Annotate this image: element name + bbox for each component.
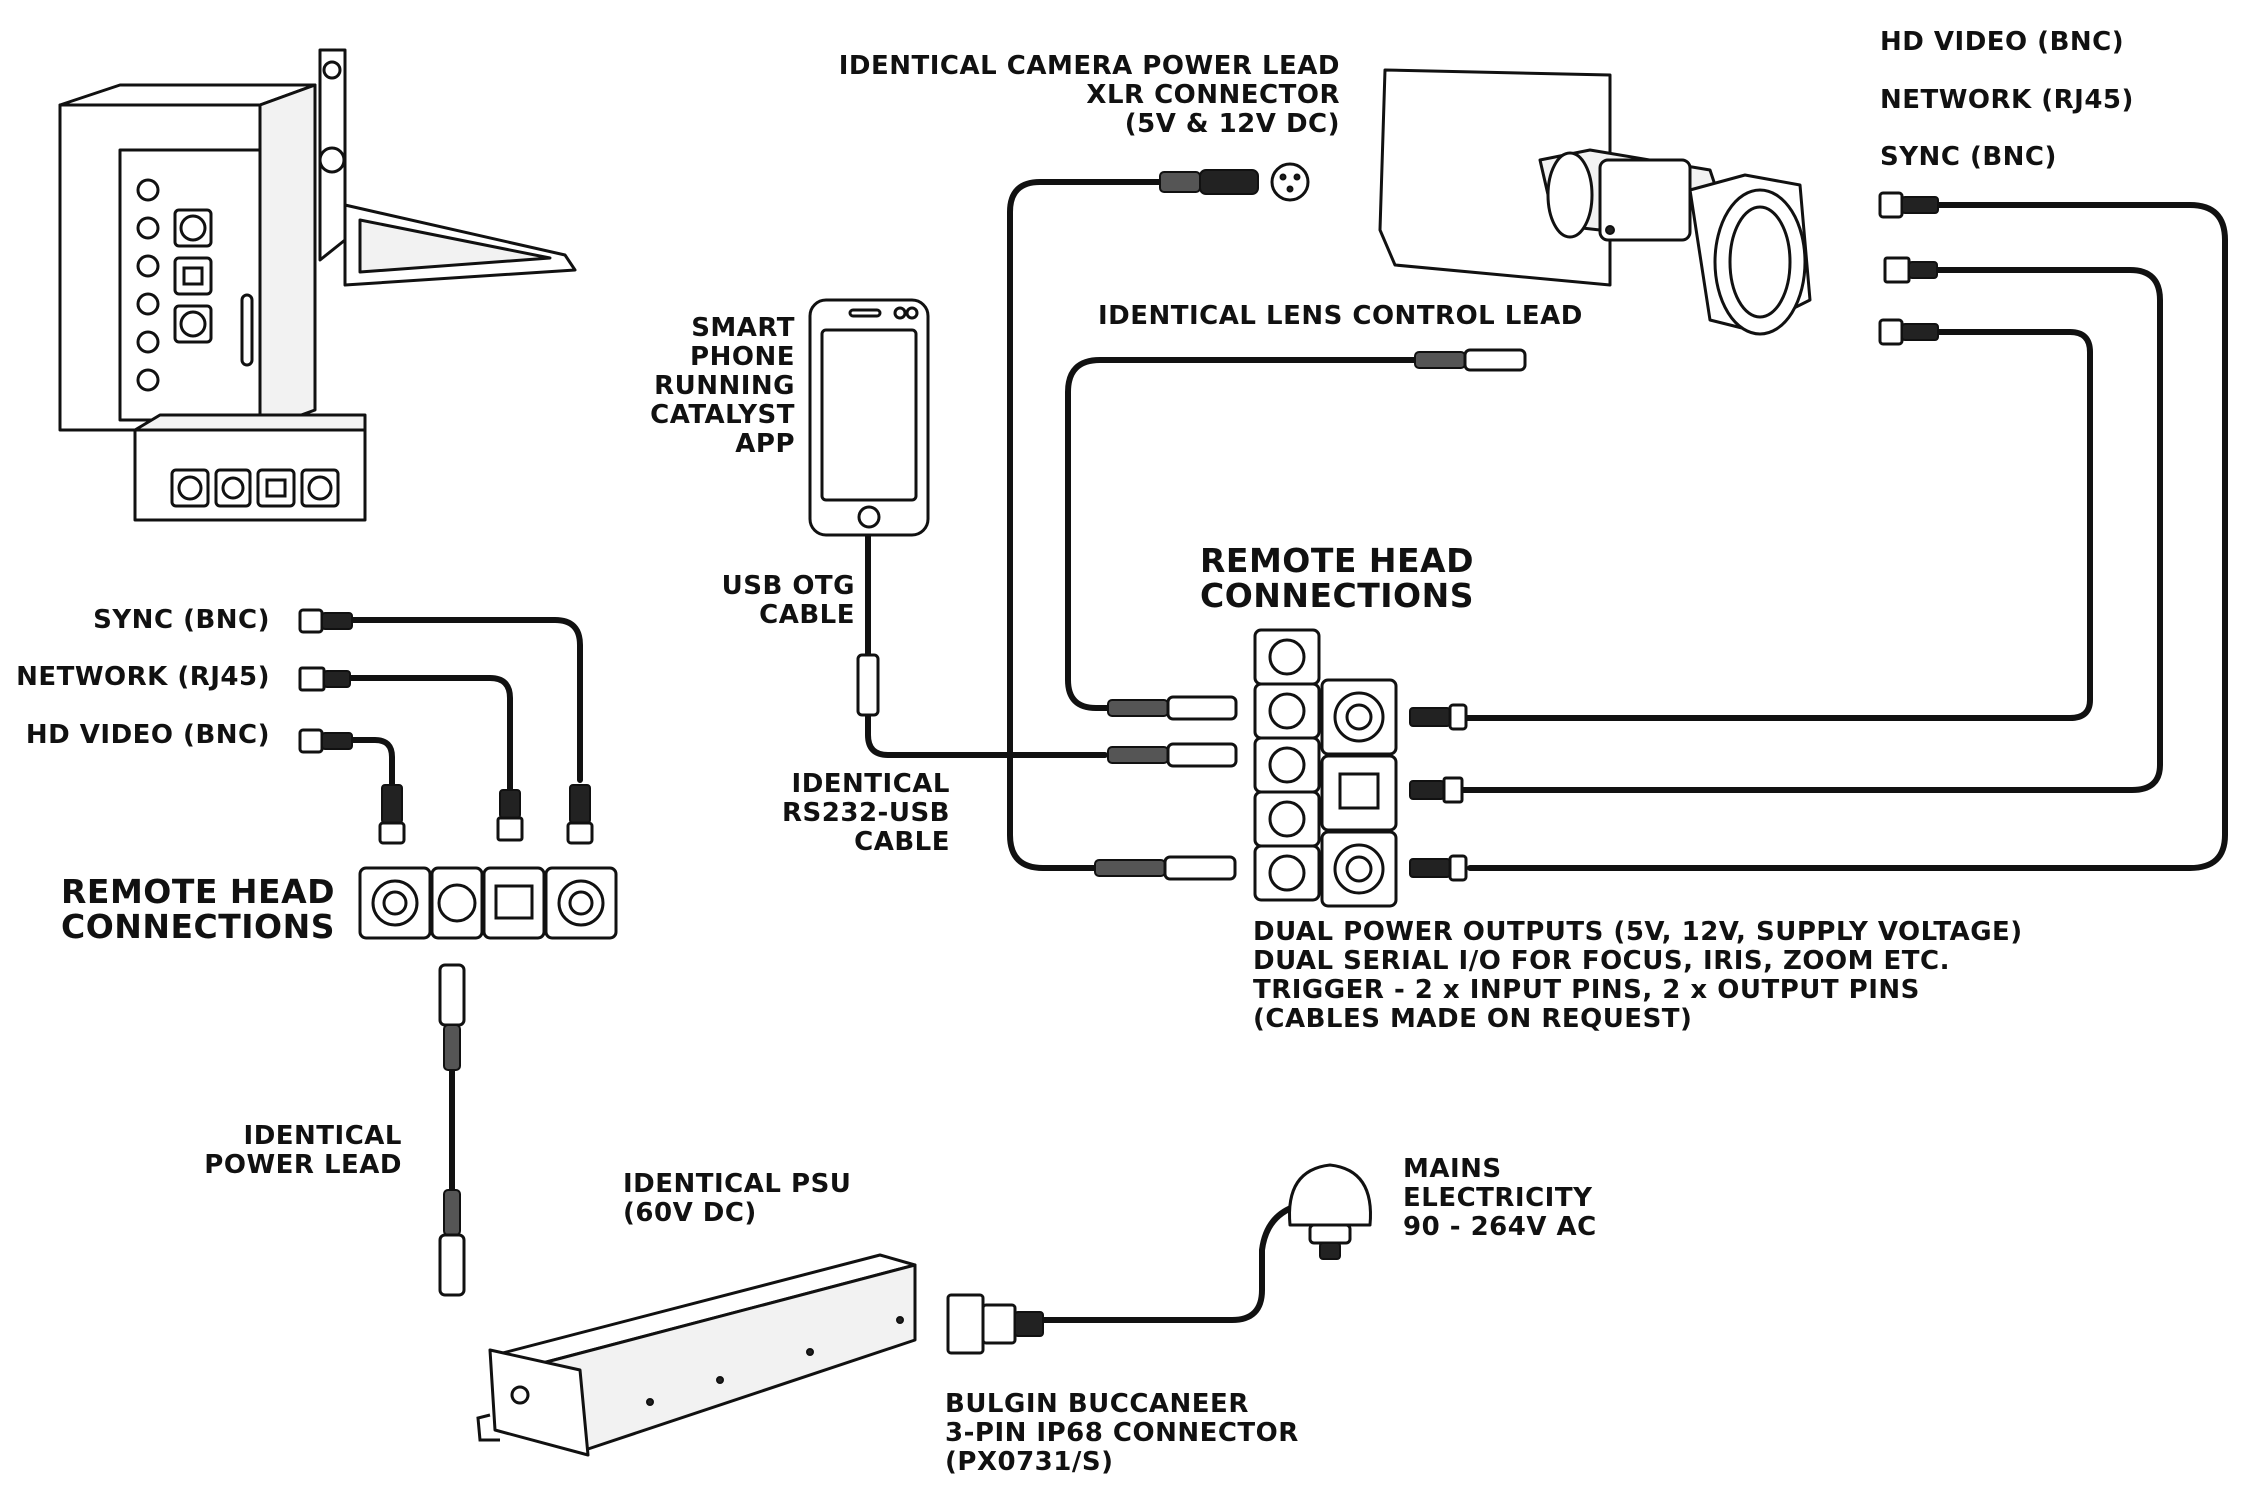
sync-cable-top <box>1459 329 2093 721</box>
camera-power-cable <box>1007 179 1168 871</box>
left-plugs <box>298 608 594 845</box>
network-cable-left <box>342 675 513 793</box>
remote-head-panel-left <box>358 866 618 940</box>
usb-otg-label: USB OTG CABLE <box>721 571 855 630</box>
mains-label: MAINS ELECTRICITY 90 - 264V AC <box>1403 1154 1597 1242</box>
sync-cable-left <box>342 617 583 783</box>
hd-video-cable-top <box>1467 202 2228 871</box>
smartphone-icon <box>808 298 930 537</box>
xlr-connector-icon <box>1159 162 1310 202</box>
sync-label-top: SYNC (BNC) <box>1880 142 2057 172</box>
psu-icon <box>476 1253 917 1457</box>
bulgin-label: BULGIN BUCCANEER 3-PIN IP68 CONNECTOR (P… <box>945 1389 1299 1477</box>
network-label-top: NETWORK (RJ45) <box>1880 85 2134 115</box>
lens-control-cable <box>1065 357 1423 711</box>
rs232-label: IDENTICAL RS232-USB CABLE <box>782 769 950 857</box>
lens-control-label: IDENTICAL LENS CONTROL LEAD <box>1098 301 1583 331</box>
lemo-connector-icon <box>1414 348 1527 372</box>
hd-video-cable-left <box>342 737 395 788</box>
remote-head-left-label: REMOTE HEAD CONNECTIONS <box>61 872 335 946</box>
camera-icon <box>1378 68 1812 336</box>
network-label-left: NETWORK (RJ45) <box>16 662 270 692</box>
bulgin-connector-icon <box>946 1293 1044 1355</box>
hd-video-label-top: HD VIDEO (BNC) <box>1880 27 2125 57</box>
network-cable-top <box>1457 267 2163 793</box>
remote-head-panel-right <box>1094 628 1468 908</box>
rj45-connector-icon <box>1883 256 1938 284</box>
remote-head-right-label: REMOTE HEAD CONNECTIONS <box>1200 541 1474 615</box>
sync-label-left: SYNC (BNC) <box>93 605 270 635</box>
features-label: DUAL POWER OUTPUTS (5V, 12V, SUPPLY VOLT… <box>1253 917 2023 1034</box>
bnc-connector-icon <box>1878 191 1939 346</box>
mains-cable <box>1037 1199 1328 1323</box>
usb-adapter-icon <box>856 653 880 717</box>
mains-plug-icon <box>1288 1163 1372 1260</box>
hd-video-label-left: HD VIDEO (BNC) <box>25 720 270 750</box>
power-lead-label: IDENTICAL POWER LEAD <box>204 1121 402 1180</box>
power-lead-plugs <box>438 963 466 1297</box>
camera-power-lead-label: IDENTICAL CAMERA POWER LEAD XLR CONNECTO… <box>838 51 1340 139</box>
remote-head-unit-icon <box>58 48 577 522</box>
smart-phone-label: SMART PHONE RUNNING CATALYST APP <box>650 313 795 459</box>
psu-label: IDENTICAL PSU (60V DC) <box>623 1169 852 1228</box>
rs232-cable <box>865 712 1108 758</box>
